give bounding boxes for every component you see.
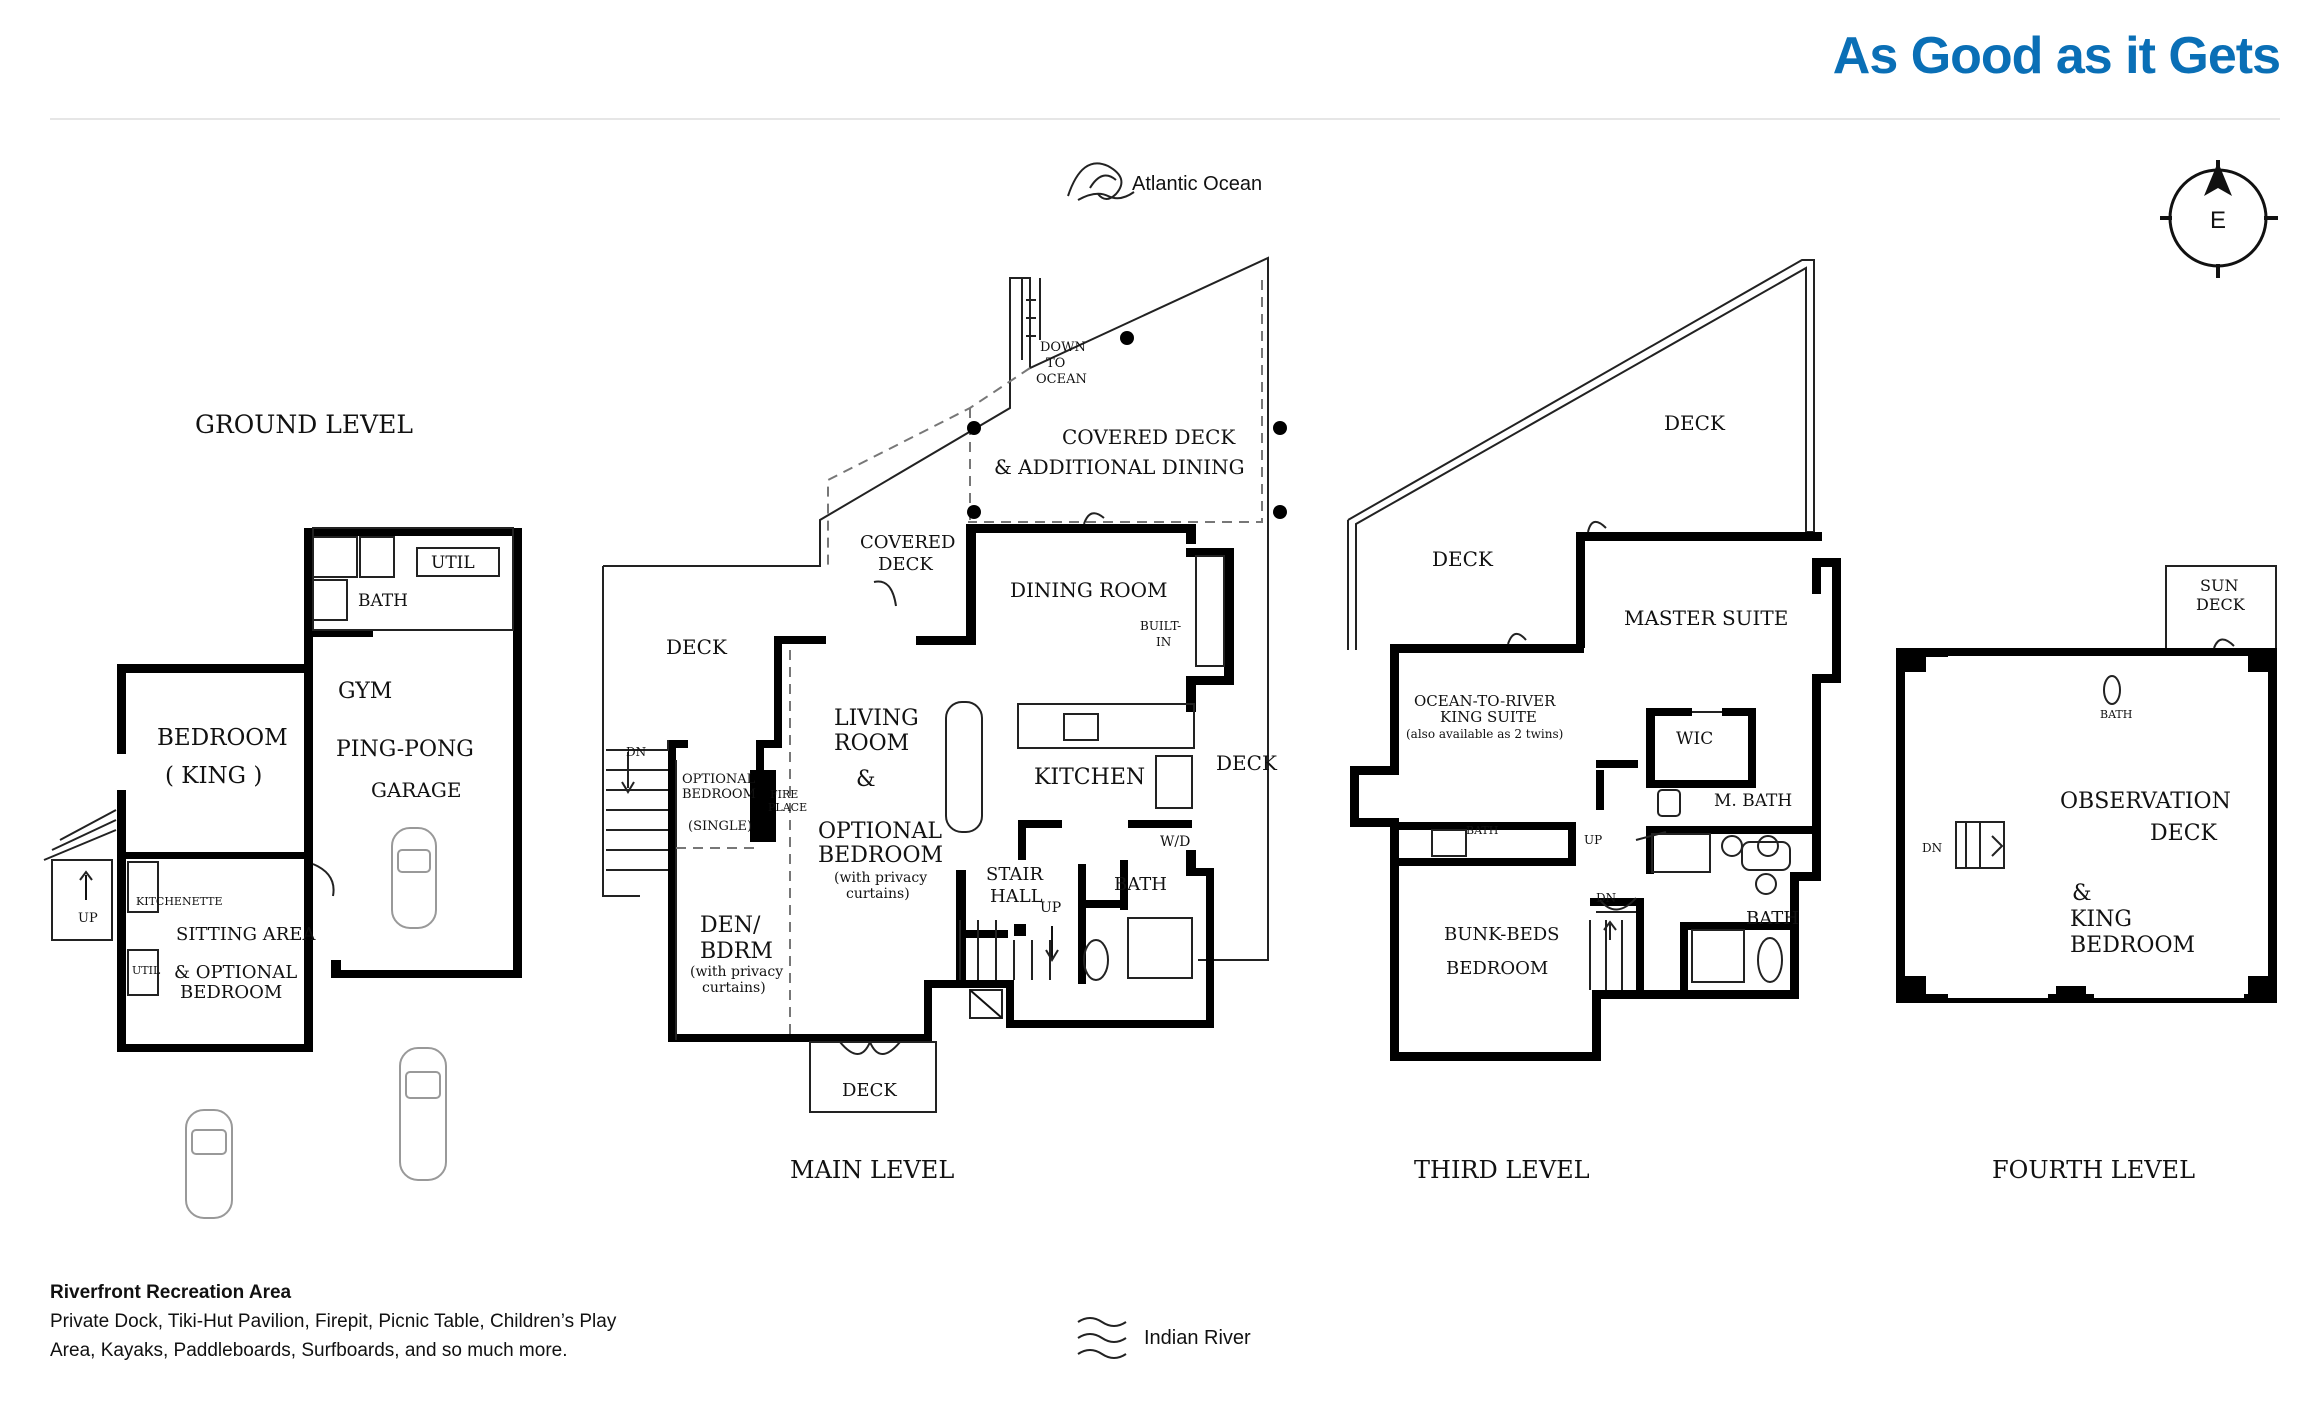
third-level-labels: DECK DECK MASTER SUITE OCEAN-TO-RIVER KI… (1406, 411, 1799, 979)
ground-util-label: UTIL (431, 553, 475, 573)
ground-ping-pong-label: PING-PONG (336, 737, 474, 762)
single-label: (SINGLE) (688, 819, 752, 834)
built-in-1: BUILT- (1140, 619, 1181, 633)
recreation-title: Riverfront Recreation Area (50, 1282, 292, 1303)
o2r-3: (also available as 2 twins) (1406, 727, 1563, 741)
header-divider (50, 118, 2280, 120)
observation-1: OBSERVATION (2060, 789, 2231, 814)
covered-deck-add-1: COVERED DECK (1062, 425, 1236, 449)
living-amp: & (856, 767, 876, 792)
recreation-info: Riverfront Recreation Area Private Dock,… (50, 1278, 670, 1365)
den-2: BDRM (700, 939, 773, 964)
ground-king-label: ( KING ) (165, 763, 262, 789)
main-deck-left: DECK (666, 635, 728, 659)
ground-kitchenette-label: KITCHENETTE (136, 895, 223, 908)
ground-optional-label: & OPTIONAL (174, 962, 297, 983)
third-level-plan (1347, 259, 1841, 1061)
observation-2: DECK (2150, 821, 2218, 846)
down-to-ocean-3: OCEAN (1036, 372, 1087, 387)
wd-label: W/D (1160, 834, 1190, 850)
fourth-amp: & (2072, 881, 2092, 906)
wic-label: WIC (1676, 729, 1713, 749)
third-deck-top: DECK (1664, 411, 1726, 435)
main-deck-bottom: DECK (842, 1080, 897, 1101)
indian-river-label: Indian River (1144, 1327, 1251, 1349)
ground-util-small-label: UTIL (132, 964, 161, 977)
recreation-line-2: Area, Kayaks, Paddleboards, Surfboards, … (50, 1340, 568, 1361)
fourth-dn: DN (1922, 841, 1942, 855)
ground-gym-label: GYM (338, 679, 392, 704)
sun-deck-1: SUN (2200, 576, 2238, 595)
optional-bedroom-1: OPTIONAL (682, 772, 756, 787)
den-privacy-2: curtains) (702, 980, 766, 996)
built-in-2: IN (1156, 635, 1171, 649)
third-bath-small: BATH (1466, 824, 1498, 837)
main-dn: DN (626, 745, 646, 759)
den-1: DEN/ (700, 913, 761, 938)
optional-bedroom-2: BEDROOM (682, 787, 756, 802)
fireplace-1: FIRE (770, 788, 798, 801)
dining-room-label: DINING ROOM (1010, 578, 1168, 602)
covered-deck-2: DECK (878, 554, 933, 575)
den-privacy-1: (with privacy (690, 964, 783, 980)
main-bath: BATH (1114, 874, 1167, 895)
brand-title: As Good as it Gets (1832, 27, 2281, 85)
fourth-level-labels: SUN DECK BATH OBSERVATION DECK & KING BE… (1922, 576, 2246, 958)
fireplace-2: PLACE (768, 801, 807, 814)
third-bath: BATH (1746, 908, 1799, 929)
covered-deck-add-2: & ADDITIONAL DINING (994, 455, 1245, 479)
bunk-1: BUNK-BEDS (1444, 924, 1560, 945)
third-up: UP (1584, 833, 1602, 847)
ground-bedroom2-label: BEDROOM (180, 982, 282, 1003)
recreation-line-1: Private Dock, Tiki-Hut Pavilion, Firepit… (50, 1311, 617, 1332)
sun-deck-2: DECK (2196, 595, 2246, 614)
compass-letter: E (2210, 207, 2226, 234)
ground-bath-label: BATH (358, 591, 408, 611)
master-suite-label: MASTER SUITE (1624, 606, 1788, 630)
fourth-level-title: FOURTH LEVEL (1992, 1156, 2195, 1184)
stair-1: STAIR (986, 864, 1043, 885)
third-deck-left: DECK (1432, 547, 1494, 571)
main-level-plan (602, 256, 1287, 1113)
optional-1: OPTIONAL (818, 819, 942, 844)
optional-2: BEDROOM (818, 843, 943, 868)
down-to-ocean-1: DOWN (1040, 340, 1086, 355)
atlantic-ocean-label: Atlantic Ocean (1132, 173, 1262, 195)
down-to-ocean-2: TO (1046, 356, 1065, 371)
kitchen-label: KITCHEN (1034, 765, 1145, 790)
main-level-labels: DOWN TO OCEAN COVERED DECK & ADDITIONAL … (626, 340, 1278, 1101)
ground-level-plan (43, 527, 522, 1219)
third-dn: DN (1596, 891, 1616, 905)
compass-icon: E (2160, 160, 2278, 278)
king-2: BEDROOM (2070, 933, 2195, 958)
main-up: UP (1040, 900, 1061, 916)
o2r-2: KING SUITE (1440, 708, 1537, 726)
living-room-2: ROOM (834, 731, 909, 756)
ground-bedroom-label: BEDROOM (157, 725, 288, 751)
main-level-title: MAIN LEVEL (790, 1156, 954, 1184)
ground-level-title: GROUND LEVEL (195, 410, 413, 439)
m-bath-label: M. BATH (1714, 791, 1792, 811)
king-1: KING (2070, 907, 2132, 932)
stair-2: HALL (990, 886, 1043, 907)
ground-garage-label: GARAGE (371, 778, 462, 802)
privacy-1: (with privacy (834, 870, 927, 886)
living-room-1: LIVING (834, 706, 919, 731)
fourth-bath: BATH (2100, 708, 2132, 721)
ground-up-label: UP (78, 911, 98, 926)
river-wave-icon (1077, 1317, 1127, 1359)
o2r-1: OCEAN-TO-RIVER (1414, 692, 1556, 710)
privacy-2: curtains) (846, 886, 910, 902)
fourth-level-plan (1896, 565, 2277, 1003)
main-deck-right: DECK (1216, 751, 1278, 775)
third-level-title: THIRD LEVEL (1414, 1156, 1590, 1184)
ocean-wave-icon (1067, 162, 1135, 201)
covered-deck-1: COVERED (860, 532, 955, 553)
ground-sitting-label: SITTING AREA (176, 924, 316, 945)
bunk-2: BEDROOM (1446, 958, 1548, 979)
